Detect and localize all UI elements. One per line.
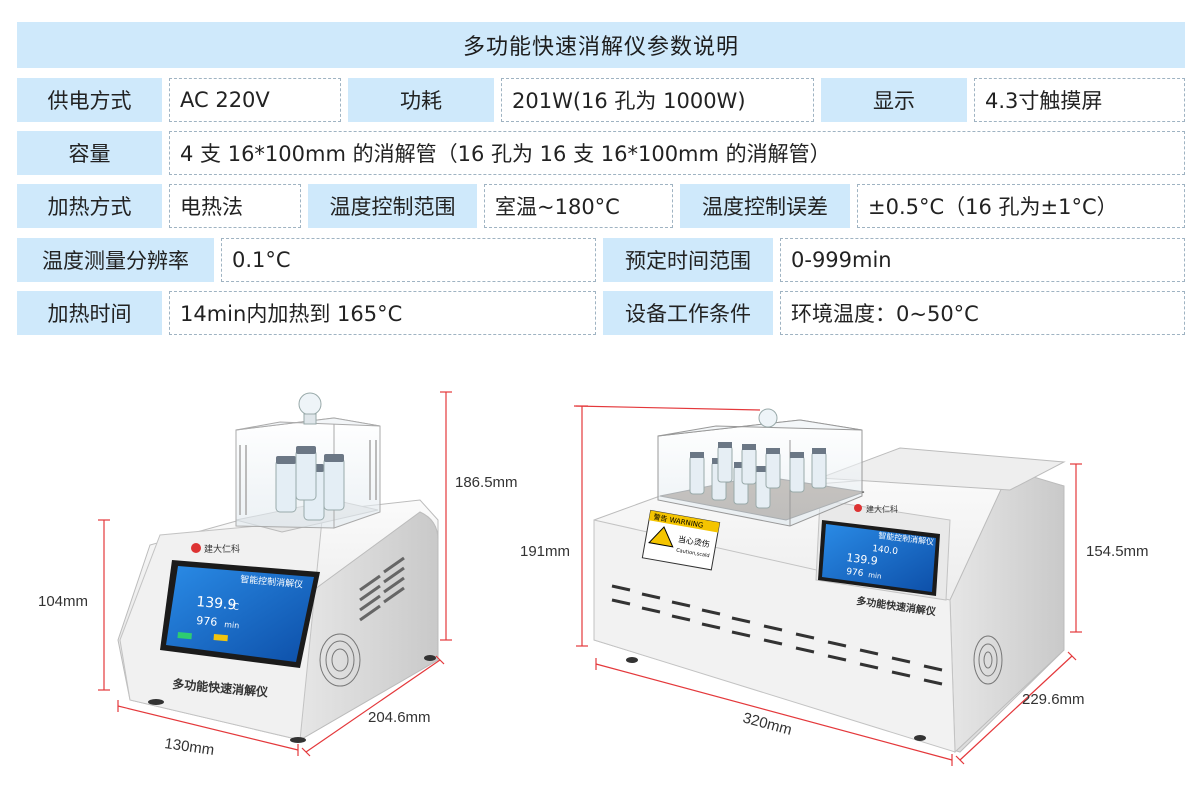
dim-left-total-height: 186.5mm xyxy=(455,474,518,491)
spec-label-display: 显示 xyxy=(821,78,967,122)
screen-temp-unit: °C xyxy=(228,602,240,613)
dim-left-body-height: 104mm xyxy=(38,593,88,610)
screen-temp-set: 140.0 xyxy=(872,544,899,557)
screen-time-reading: 976 xyxy=(846,567,865,579)
spec-value-conditions: 环境温度：0~50°C xyxy=(780,291,1185,335)
dim-right-depth: 229.6mm xyxy=(1022,691,1085,708)
spec-label-temp-resolution: 温度测量分辨率 xyxy=(17,238,214,282)
dim-right-width: 320mm xyxy=(741,709,794,738)
spec-value-temp-error: ±0.5°C（16 孔为±1°C） xyxy=(857,184,1185,228)
spec-label-conditions: 设备工作条件 xyxy=(603,291,773,335)
digestion-tubes xyxy=(689,442,827,509)
front-vent-slots xyxy=(611,584,943,686)
spec-label-power-supply: 供电方式 xyxy=(17,78,162,122)
spec-value-temp-range: 室温~180°C xyxy=(484,184,673,228)
spec-value-temp-resolution: 0.1°C xyxy=(221,238,596,282)
left-device: 智能控制消解仪 139.9 °C 976 min 建大仁科 多功能快速消解仪 xyxy=(38,391,518,759)
spec-label-power-consumption: 功耗 xyxy=(348,78,494,122)
screen-temp-reading: 139.9 xyxy=(846,551,879,568)
screen-stop-button xyxy=(213,634,228,642)
fan-grille-icon xyxy=(973,635,1003,685)
spec-value-heating-time: 14min内加热到 165°C xyxy=(169,291,596,335)
spec-value-timer-range: 0-999min xyxy=(780,238,1185,282)
brand-name: 建大仁科 xyxy=(204,543,240,555)
page-title: 多功能快速消解仪参数说明 xyxy=(17,22,1185,68)
dim-right-total-height: 191mm xyxy=(520,543,570,560)
device-illustrations: 智能控制消解仪 139.9 °C 976 min 建大仁科 多功能快速消解仪 xyxy=(38,391,1149,766)
spec-value-display: 4.3寸触摸屏 xyxy=(974,78,1185,122)
screen-start-button xyxy=(177,632,192,640)
right-device: 智能控制消解仪 140.0 139.9 976 min 建大仁科 多功能快速消解… xyxy=(520,405,1149,766)
spec-label-temp-range: 温度控制范围 xyxy=(308,184,477,228)
dim-right-body-height: 154.5mm xyxy=(1086,543,1149,560)
brand-logo-icon xyxy=(854,504,862,512)
screen-temp-reading: 139.9 xyxy=(196,594,237,613)
dim-left-depth: 204.6mm xyxy=(368,709,431,726)
brand-name: 建大仁科 xyxy=(866,504,898,514)
spec-label-timer-range: 预定时间范围 xyxy=(603,238,773,282)
warning-text-en: Caution,scald xyxy=(676,548,710,560)
brand-logo-icon xyxy=(191,543,201,553)
cover-knob-icon xyxy=(758,408,778,428)
spec-value-power-supply: AC 220V xyxy=(169,78,341,122)
fan-grille-icon xyxy=(319,633,361,687)
screen-time-reading: 976 xyxy=(196,614,218,629)
warning-label: 警告 WARNING 当心烫伤 Caution,scald xyxy=(641,509,721,571)
cover-knob-icon xyxy=(298,392,322,416)
digestion-tubes xyxy=(275,446,345,521)
dim-left-width: 130mm xyxy=(163,735,215,759)
dimension-lines xyxy=(98,391,452,757)
dimension-lines xyxy=(573,405,1082,766)
screen-time-unit: min xyxy=(868,571,882,581)
spec-value-power-consumption: 201W(16 孔为 1000W) xyxy=(501,78,814,122)
spec-value-capacity: 4 支 16*100mm 的消解管（16 孔为 16 支 16*100mm 的消… xyxy=(169,131,1185,175)
spec-value-heating-method: 电热法 xyxy=(169,184,301,228)
touch-screen xyxy=(822,524,936,592)
spec-label-heating-method: 加热方式 xyxy=(17,184,162,228)
hot-surface-warning-icon xyxy=(648,526,674,548)
spec-label-heating-time: 加热时间 xyxy=(17,291,162,335)
vent-slots xyxy=(359,556,405,622)
spec-label-temp-error: 温度控制误差 xyxy=(680,184,850,228)
touch-screen xyxy=(166,566,314,662)
spec-label-capacity: 容量 xyxy=(17,131,162,175)
screen-time-unit: min xyxy=(224,620,240,630)
